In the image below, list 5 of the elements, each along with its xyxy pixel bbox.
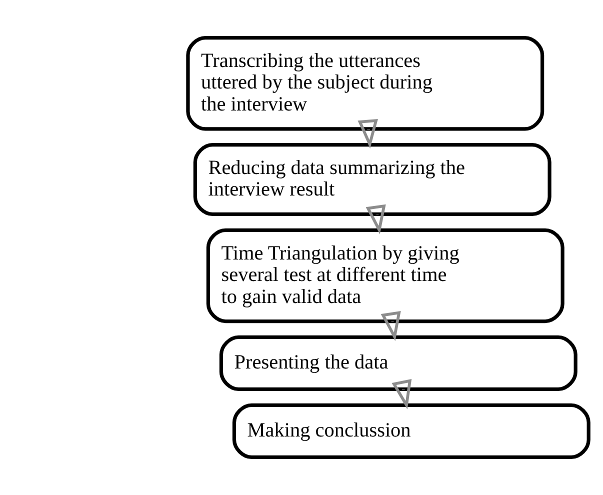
node-box: Making conclussion [232,403,590,460]
arrow [392,379,412,410]
arrow [366,204,386,234]
arrow [358,119,378,149]
arrow [380,310,401,342]
